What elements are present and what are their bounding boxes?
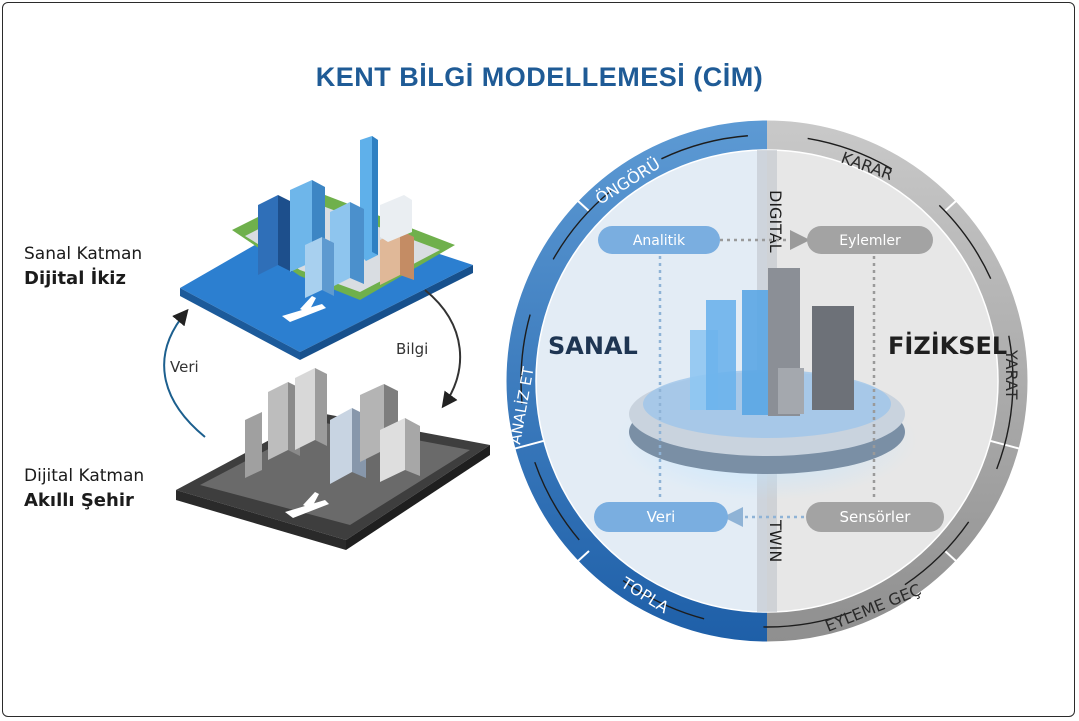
physical-half-label: FİZİKSEL <box>888 331 1007 360</box>
virtual-building <box>742 290 768 415</box>
sensorler-node <box>806 502 944 532</box>
veri-node-label: Veri <box>647 508 676 526</box>
eylemler-node-label: Eylemler <box>839 233 901 249</box>
divider-top-label: DIGITAL <box>766 190 785 253</box>
digital-twin-city-illustration <box>180 136 473 360</box>
analitik-node-label: Analitik <box>633 233 686 249</box>
veri-up-arrow <box>163 308 206 438</box>
divider-bottom-label: TWIN <box>766 519 785 562</box>
bilgi-arrow-label: Bilgi <box>396 340 428 358</box>
eylemler-node <box>807 226 933 254</box>
physical-building <box>778 368 804 414</box>
physical-half <box>767 150 998 612</box>
cim-cycle-diagram: DIGITAL TWIN SANAL FİZİKSEL Analitik Eyl… <box>505 119 1029 643</box>
top-layer-subtitle: Dijital İkiz <box>24 268 126 289</box>
veri-arrow-label: Veri <box>170 358 199 376</box>
bottom-layer-label: Dijital Katman Akıllı Şehir <box>24 466 144 511</box>
bottom-layer-subtitle: Akıllı Şehir <box>24 490 134 511</box>
bilgi-down-arrow <box>424 289 462 409</box>
bottom-layer-name: Dijital Katman <box>24 466 145 486</box>
virtual-half <box>536 150 767 612</box>
analitik-node <box>598 226 720 254</box>
top-layer-name: Sanal Katman <box>24 244 143 264</box>
smart-city-illustration <box>176 368 490 550</box>
top-layer-label: Sanal Katman Dijital İkiz <box>24 244 142 289</box>
sensorler-node-label: Sensörler <box>840 508 912 526</box>
virtual-building <box>706 300 736 410</box>
page-title: KENT BİLGİ MODELLEMESİ (CİM) <box>315 62 764 92</box>
ring-label-yarat: YARAT <box>1002 349 1021 400</box>
physical-building <box>812 306 854 410</box>
cycle-arrow-track <box>520 134 1014 628</box>
veri-node <box>594 502 728 532</box>
virtual-half-label: SANAL <box>548 332 638 360</box>
